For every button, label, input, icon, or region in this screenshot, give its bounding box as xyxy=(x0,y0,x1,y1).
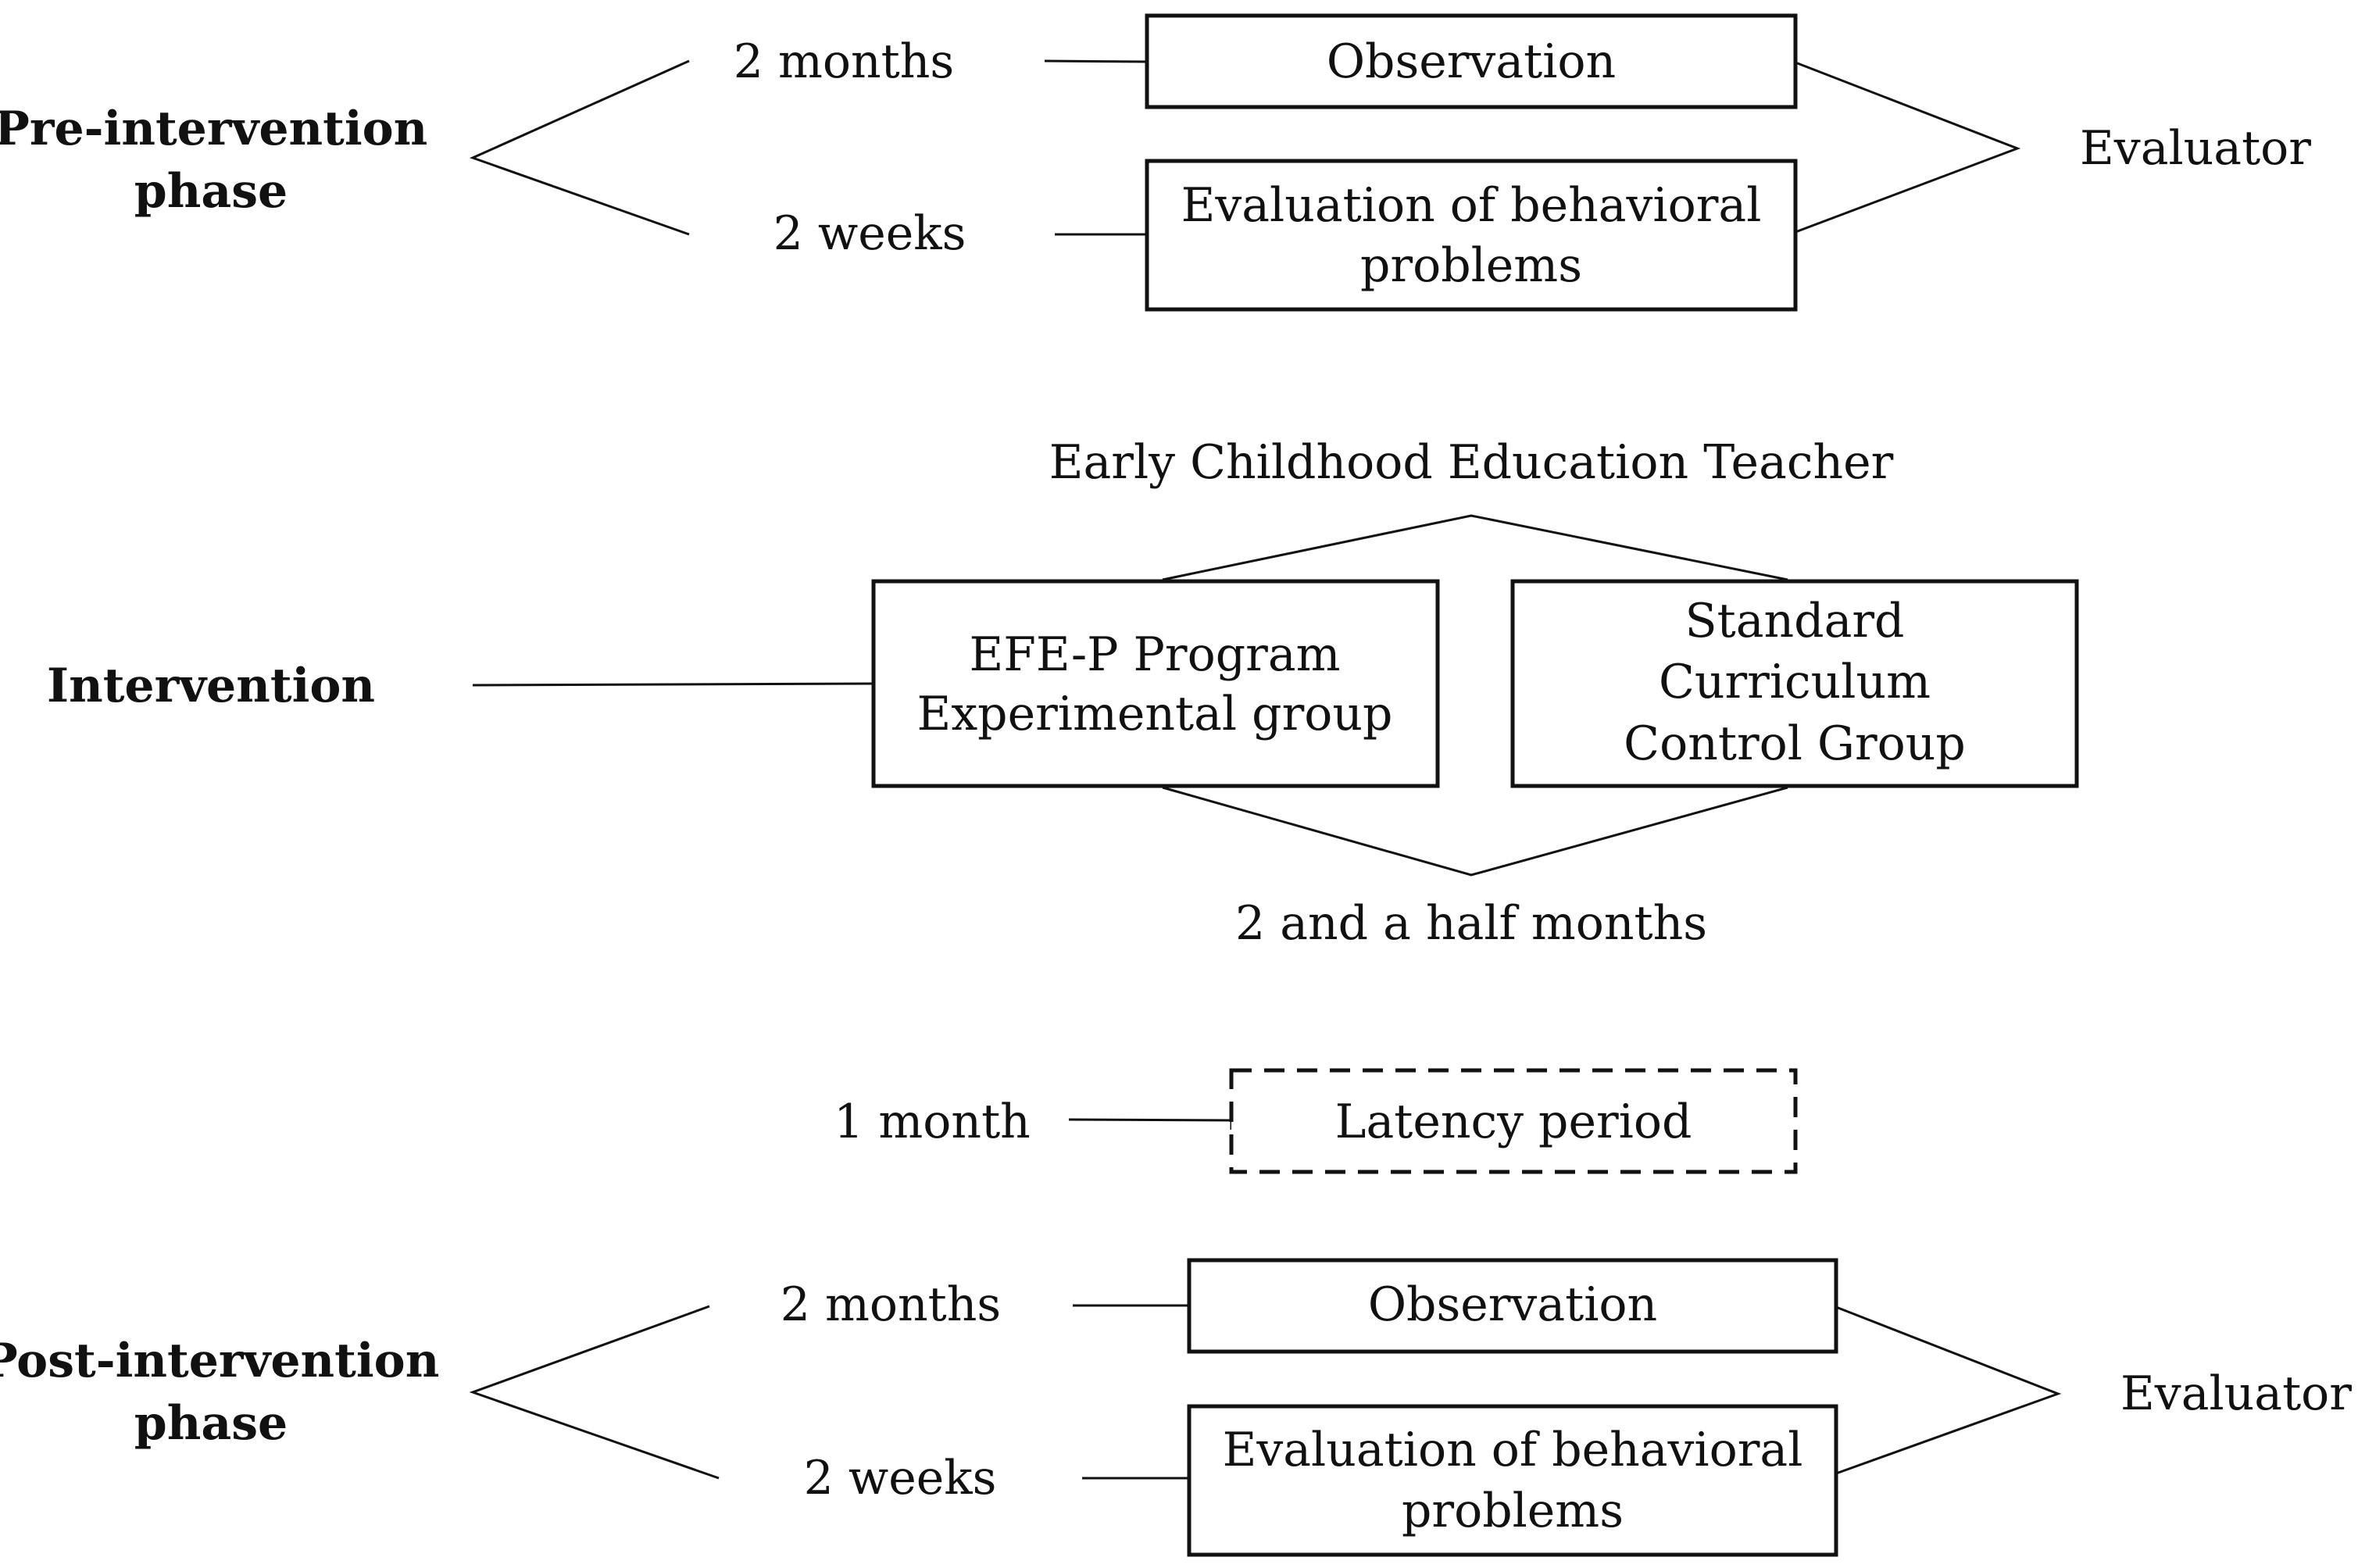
latency-section: 1 month Latency period xyxy=(834,1068,1798,1174)
post-intervention-section: Post-intervention phase 2 months 2 weeks… xyxy=(0,1258,2352,1557)
post-observation-box xyxy=(1187,1258,1838,1354)
pre-evaluator-label: Evaluator xyxy=(2080,121,2311,176)
pre-evaluation-box-label-line1: Evaluation of behavioral xyxy=(1181,178,1762,233)
control-group-box xyxy=(1510,579,2079,788)
intervention-connector xyxy=(472,682,874,687)
post-phase-label-line1: Post-intervention xyxy=(0,1334,439,1388)
latency-connector xyxy=(1068,1118,1233,1130)
intervention-phase-label: Intervention xyxy=(47,659,375,713)
pre-evaluator-bracket xyxy=(1795,61,2021,234)
pre-observation-connector xyxy=(1044,59,1148,63)
teacher-bracket xyxy=(1162,514,1788,581)
teacher-label: Early Childhood Education Teacher xyxy=(1049,435,1894,490)
post-duration-evaluation: 2 weeks xyxy=(804,1451,997,1505)
duration-bracket xyxy=(1162,786,1788,877)
post-evaluation-box-label-line1: Evaluation of behavioral xyxy=(1223,1423,1803,1477)
pre-duration-evaluation: 2 weeks xyxy=(773,206,966,261)
pre-evaluation-box xyxy=(1145,159,1798,312)
pre-observation-box-label: Observation xyxy=(1327,34,1616,89)
pre-duration-observation: 2 months xyxy=(734,34,954,89)
post-evaluator-bracket xyxy=(1835,1305,2062,1475)
latency-period-box xyxy=(1229,1068,1798,1174)
pre-phase-label-line1: Pre-intervention xyxy=(0,102,427,156)
intervention-section: Intervention Early Childhood Education T… xyxy=(47,435,2079,951)
post-evaluation-box-label-line2: problems xyxy=(1402,1484,1624,1538)
post-phase-bracket xyxy=(469,1305,720,1480)
post-phase-label-line2: phase xyxy=(134,1396,288,1451)
control-box-label-line2: Curriculum xyxy=(1659,655,1931,709)
post-evaluation-box xyxy=(1187,1404,1838,1557)
post-observation-box-label: Observation xyxy=(1368,1277,1657,1332)
pre-phase-bracket xyxy=(469,59,690,236)
pre-evaluation-box-label-line2: problems xyxy=(1360,238,1582,293)
intervention-duration-label: 2 and a half months xyxy=(1235,896,1707,951)
experimental-group-box xyxy=(871,579,1440,788)
experimental-box-label-line2: Experimental group xyxy=(917,687,1393,741)
post-duration-observation: 2 months xyxy=(781,1277,1001,1332)
pre-phase-label-line2: phase xyxy=(134,164,288,219)
pre-observation-box xyxy=(1145,13,1798,109)
post-evaluator-label: Evaluator xyxy=(2120,1366,2352,1421)
control-box-label-line3: Control Group xyxy=(1624,716,1966,771)
control-box-label-line1: Standard xyxy=(1685,594,1905,648)
experimental-box-label-line1: EFE-P Program xyxy=(970,627,1341,682)
pre-intervention-section: Pre-intervention phase 2 months 2 weeks … xyxy=(0,13,2311,312)
latency-period-box-label: Latency period xyxy=(1335,1095,1692,1149)
latency-duration-label: 1 month xyxy=(834,1095,1031,1149)
